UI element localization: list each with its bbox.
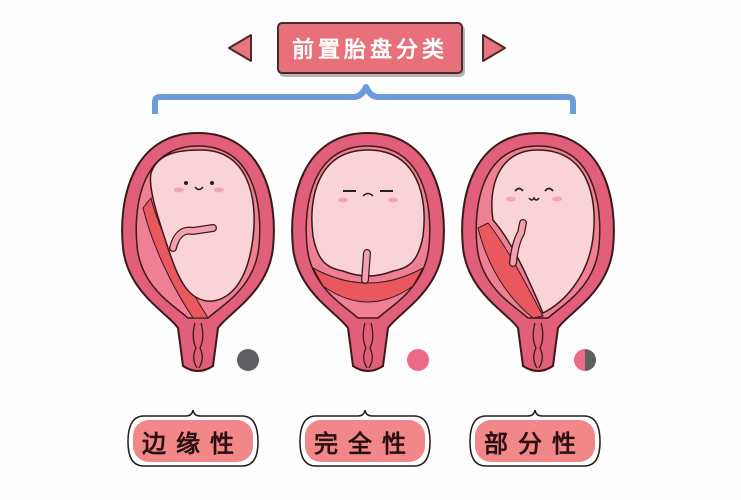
uterus-complete-illustration: [291, 131, 445, 372]
triangle-right-icon[interactable]: [480, 33, 508, 63]
gray-dot-indicator: [237, 349, 259, 371]
triangle-left-icon[interactable]: [226, 33, 254, 63]
title-banner: 前置胎盘分类: [277, 22, 463, 74]
pink-dot-indicator: [407, 349, 429, 371]
label-marginal: 边缘性: [124, 410, 262, 470]
label-partial: 部分性: [466, 410, 604, 470]
uterus-partial-illustration: [461, 131, 615, 372]
label-text: 边缘性: [142, 430, 244, 458]
half-pink-gray-dot-indicator: [574, 349, 596, 371]
uterus-marginal-illustration: [121, 131, 275, 372]
label-text: 部分性: [484, 430, 586, 458]
label-complete: 完全性: [296, 410, 434, 470]
label-text: 完全性: [314, 430, 416, 458]
page-title: 前置胎盘分类: [291, 38, 448, 63]
grouping-bracket: [152, 84, 576, 114]
